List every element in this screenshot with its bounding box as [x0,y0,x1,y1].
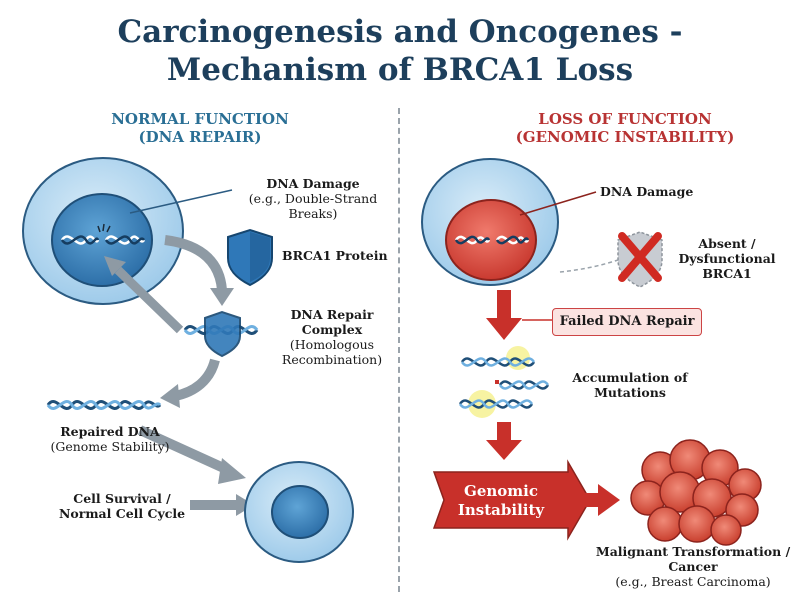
arrow-head-back [104,256,126,276]
page-title-line1: Carcinogenesis and Oncogenes - [117,14,683,50]
dna-damage-pointer [129,189,233,214]
genomic-instability-label: Genomic Instability [436,482,566,520]
genomic-instability-block [432,459,591,541]
genomic-line1: Genomic [464,482,538,500]
normal-function-heading: NORMAL FUNCTION (DNA REPAIR) [90,110,310,146]
dna-damage-pointer-right [519,191,597,216]
arrow-head-complex [210,288,234,306]
brca1-shield-icon [227,228,273,287]
repaired-dna-icon [46,400,162,410]
red-arrow-shaft-2 [497,422,511,442]
red-arrow-head-1 [486,318,522,340]
loss-heading-line1: LOSS OF FUNCTION [538,110,712,128]
absent-brca1-icon [617,231,663,288]
red-arrow-head-3 [598,484,620,516]
red-arrow-head-2 [486,440,522,460]
repaired-dna-label: Repaired DNA(Genome Stability) [50,424,170,454]
mutated-dna-icon [458,346,550,418]
malignant-label: Malignant Transformation /Cancer(e.g., B… [595,544,791,589]
dna-damage-right-label: DNA Damage [600,184,694,199]
failed-dna-repair-box: Failed DNA Repair [552,308,702,336]
healthy-cell [244,461,354,563]
cancer-cell-cluster [630,439,762,546]
dna-repair-complex-icon [183,310,259,358]
arrow-head-repaired [160,384,180,408]
normal-heading-line2: (DNA REPAIR) [138,128,262,146]
loss-function-heading: LOSS OF FUNCTION (GENOMIC INSTABILITY) [480,110,770,146]
loss-heading-line2: (GENOMIC INSTABILITY) [515,128,735,146]
normal-heading-line1: NORMAL FUNCTION [111,110,289,128]
arrow-complex-to-repaired [173,358,220,401]
page-title-line2: Mechanism of BRCA1 Loss [166,52,634,88]
damaged-cell [421,158,559,286]
damaged-dna-red-icon [454,235,530,245]
absent-pointer [559,259,619,273]
genomic-line2: Instability [457,501,545,519]
arrow-head-cell [218,458,246,484]
cell-survival-label: Cell Survival /Normal Cell Cycle [58,491,186,521]
red-arrow-shaft-1 [497,290,511,320]
arrow-damage-to-complex [164,235,227,291]
arrow-complex-to-damage [114,266,184,334]
center-divider [398,108,400,592]
damaged-dna-icon [60,223,146,245]
arrow-repaired-to-cell [137,425,231,475]
dna-damage-label: DNA Damage(e.g., Double-Strand Breaks) [248,176,378,221]
red-arrow-shaft-3 [574,493,600,507]
brca1-protein-label: BRCA1 Protein [282,248,388,263]
